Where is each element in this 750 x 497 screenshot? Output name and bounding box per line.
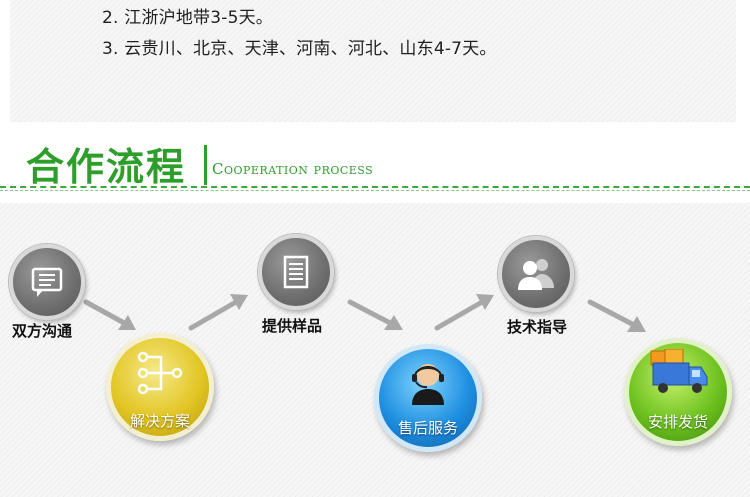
delivery-truck-icon: [650, 349, 708, 393]
step-sample-circle: [258, 234, 334, 310]
arrow-icon: [587, 299, 646, 332]
step-label: 售后服务: [397, 419, 458, 437]
shipping-time-line: 3. 云贵川、北京、天津、河南、河北、山东4-7天。: [102, 39, 497, 59]
title-divider: [204, 145, 207, 185]
step-label: 提供样品: [262, 317, 323, 335]
shipping-time-line: 2. 江浙沪地带3-5天。: [102, 8, 273, 28]
headset-agent-icon: [412, 364, 444, 405]
step-communicate-circle: [9, 244, 85, 320]
step-label: 技术指导: [507, 318, 568, 336]
dashed-divider: [0, 190, 750, 191]
section-title: 合作流程: [26, 145, 187, 189]
speech-bubble-icon: [31, 267, 63, 297]
arrow-icon: [83, 299, 136, 330]
arrow-icon: [347, 299, 403, 330]
cooperation-process-panel: [0, 203, 750, 497]
step-label: 解决方案: [129, 412, 190, 430]
arrow-icon: [188, 294, 248, 331]
step-aftersales-circle: 售后服务: [374, 344, 482, 452]
flowchart-icon: [137, 351, 183, 395]
document-icon: [283, 255, 309, 289]
arrow-icon: [434, 294, 494, 331]
step-guidance-circle: [498, 236, 574, 312]
step-delivery-circle: 安排发货: [624, 338, 732, 446]
step-label: 双方沟通: [12, 322, 73, 340]
section-subtitle: Cooperation process: [212, 160, 374, 178]
step-solution-circle: 解决方案: [106, 333, 214, 441]
people-icon: [518, 259, 554, 290]
shipping-info-panel: 2. 江浙沪地带3-5天。 3. 云贵川、北京、天津、河南、河北、山东4-7天。: [10, 0, 736, 122]
dashed-divider: [0, 186, 750, 188]
step-label: 安排发货: [647, 413, 708, 431]
